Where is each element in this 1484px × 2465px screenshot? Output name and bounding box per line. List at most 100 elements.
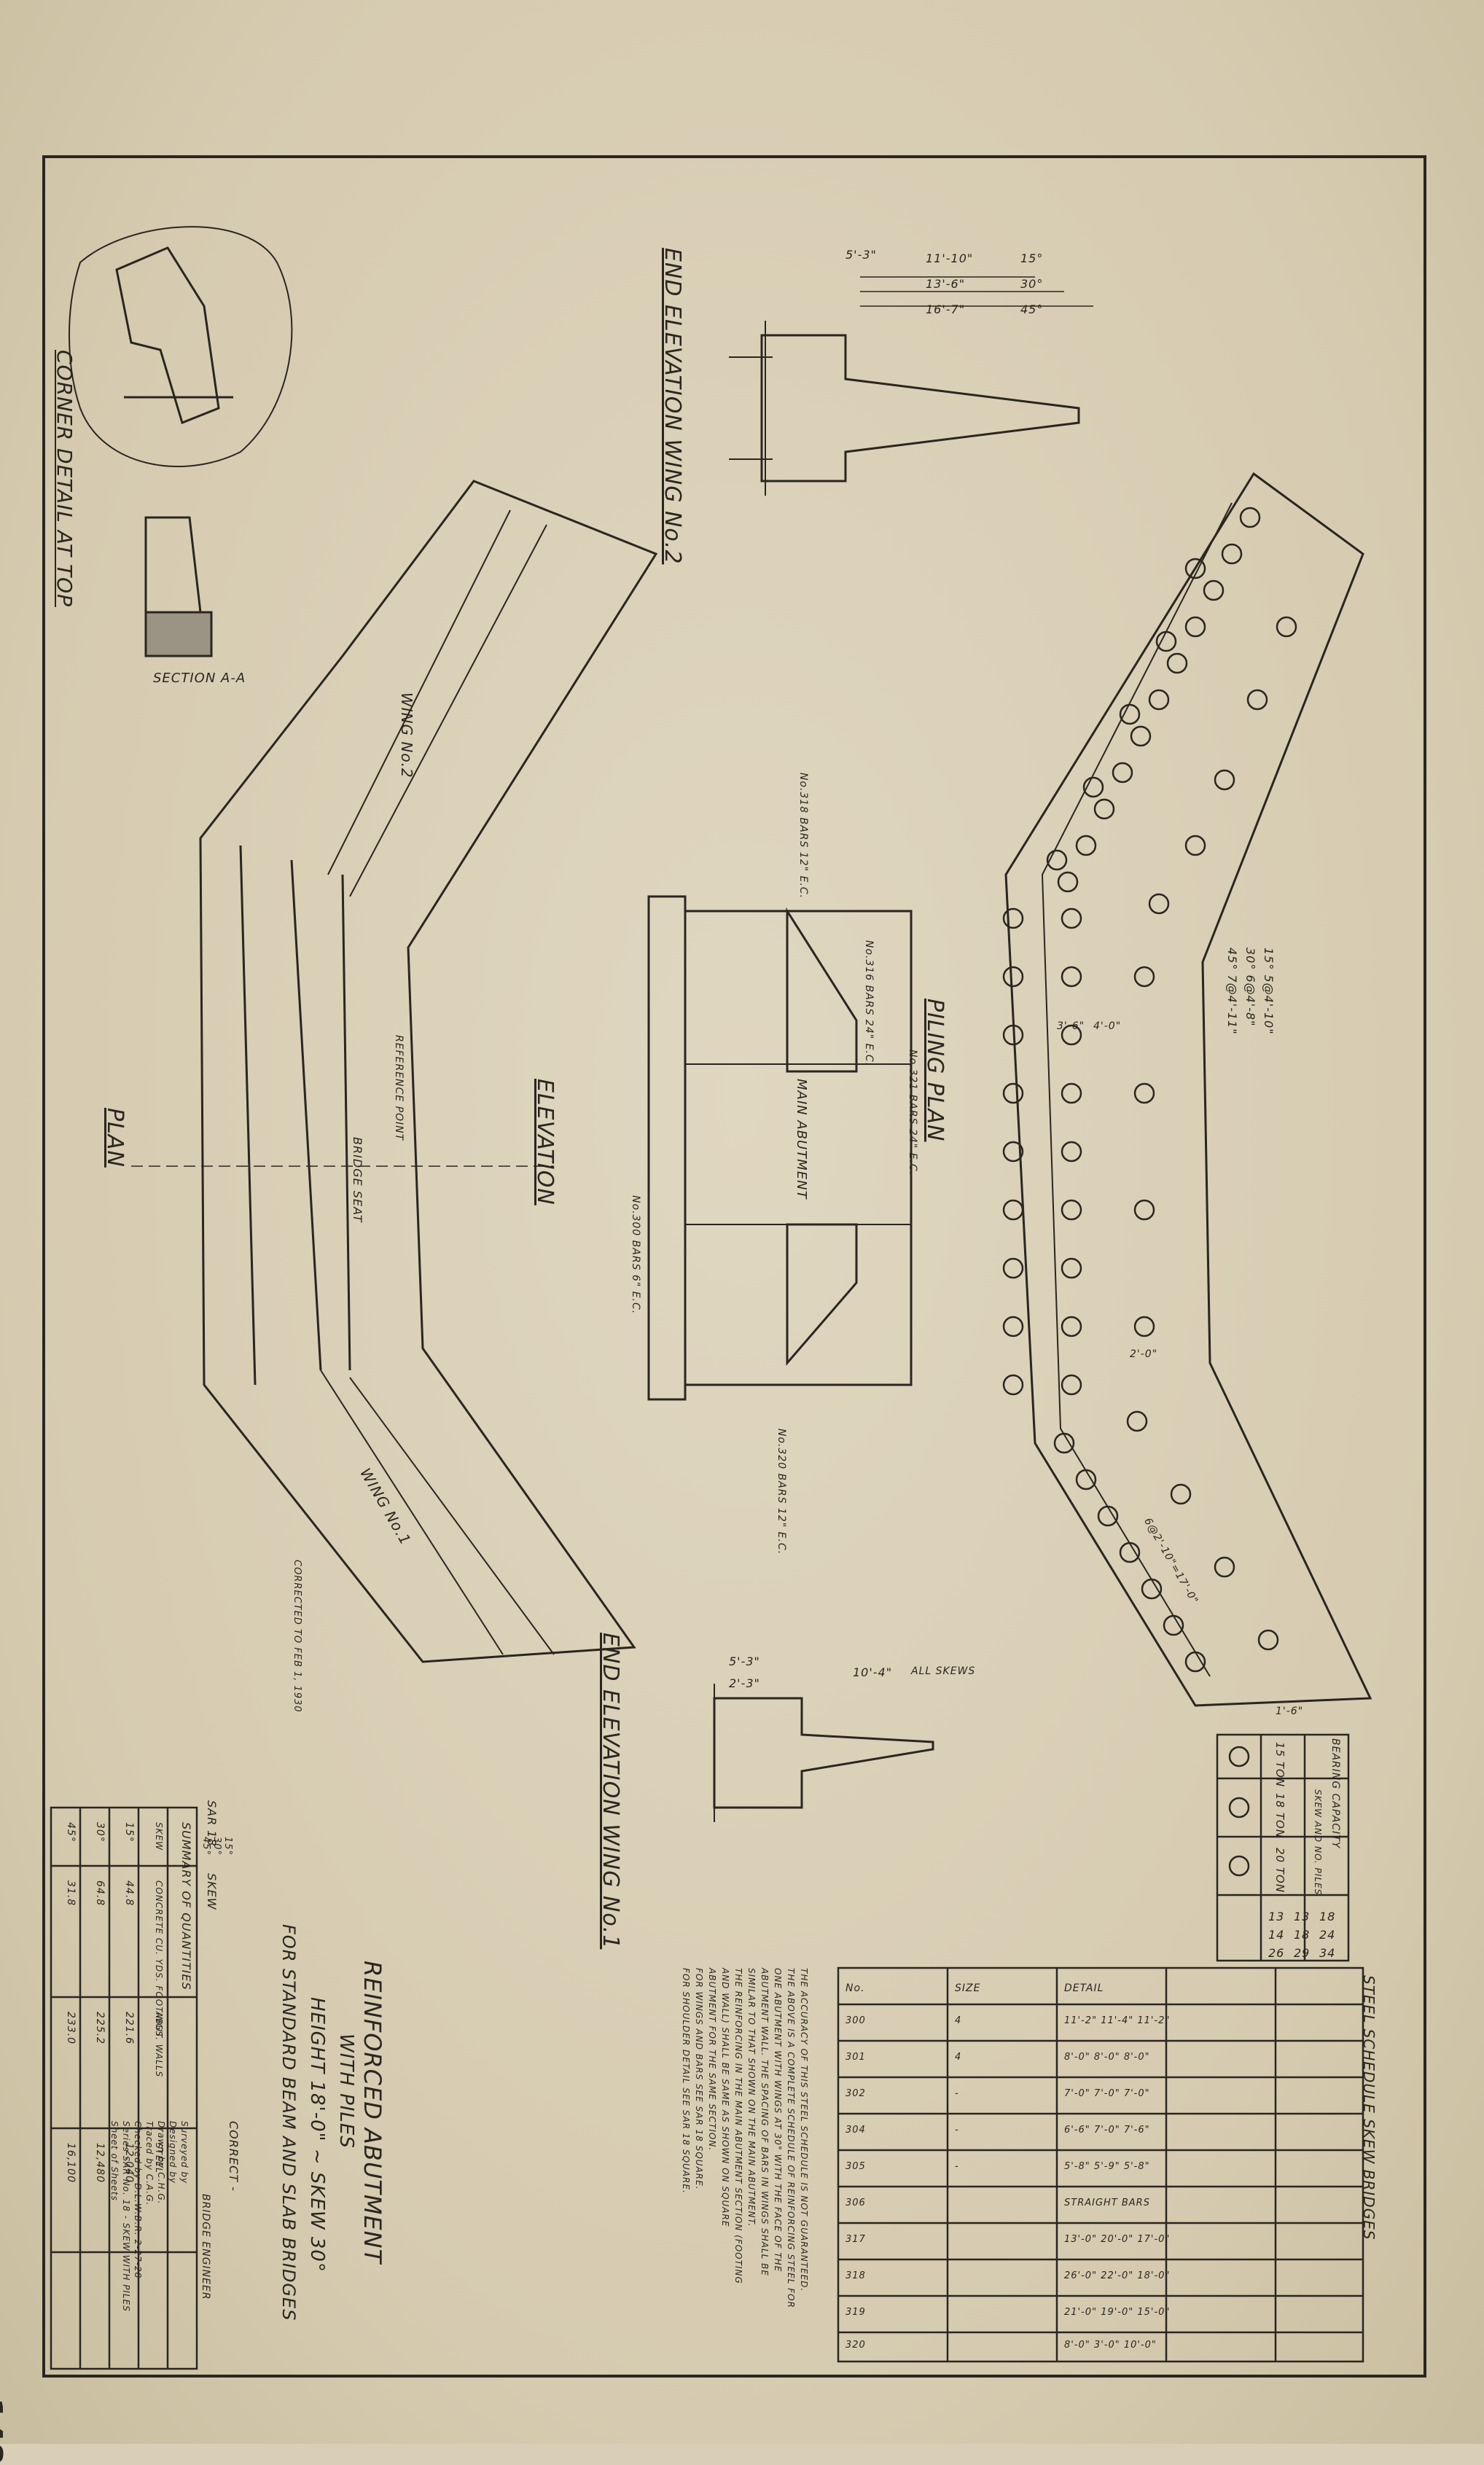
skew-heading: SKEW: [205, 1873, 219, 1910]
quantities-r2-skew: 45°: [65, 1822, 77, 1843]
corner-detail-block: [115, 246, 220, 425]
quantities-r1-footing: 64.8: [94, 1880, 106, 1907]
quantities-table-lines: [50, 1806, 198, 2370]
quantities-r2-walls: 233.0: [65, 2012, 77, 2045]
section-aa-title: SECTION A-A: [153, 671, 246, 686]
wing2-label: WING No.2: [398, 692, 415, 778]
end-elevation-wing2-shape: [760, 334, 1080, 483]
steel-row-8-detail: 21'-0" 19'-0" 15'-0": [1064, 2307, 1171, 2318]
steel-note-5: THE REINFORCING IN THE MAIN ABUTMENT SEC…: [733, 1968, 743, 2284]
title-line-2: WITH PILES: [335, 2034, 357, 2149]
correct-label: CORRECT -: [227, 2121, 241, 2192]
credit-1: Designed by: [168, 2121, 178, 2184]
steel-note-9: FOR SHOULDER DETAIL SEE SAR 18 SQUARE.: [681, 1968, 691, 2194]
skew-value-30: 30°: [211, 1837, 222, 1856]
steel-row-8-no: 319: [846, 2307, 866, 2318]
credit-6: Sheet of Sheets: [109, 2121, 120, 2201]
quantities-r0-steel: 12,040: [123, 2143, 135, 2183]
reference-point-label: REFERENCE POINT: [393, 1035, 405, 1141]
piling-dim-2: 30° 6@4'-8": [1243, 948, 1257, 1027]
elevation-wing1: [786, 1223, 858, 1367]
steel-schedule-title: STEEL SCHEDULE SKEW BRIDGES: [1360, 1975, 1378, 2241]
piling-plan-outline: [1004, 472, 1372, 1707]
piling-dim-3: 45° 7@4'-11": [1225, 948, 1239, 1035]
dim-bottom-4: ALL SKEWS: [911, 1665, 976, 1677]
quantities-r2-steel: 16,100: [65, 2143, 77, 2183]
end-elevation-wing1-shape: [713, 1697, 934, 1809]
skew-value-45: 45°: [200, 1837, 211, 1856]
bearing-r1-v15: 13: [1268, 1910, 1285, 1923]
steel-row-1-size: 4: [955, 2052, 962, 2063]
steel-row-0-no: 300: [846, 2015, 866, 2026]
steel-note-6: AND WALL) SHALL BE SAME AS SHOWN ON SQUA…: [720, 1968, 730, 2227]
steel-row-9-no: 320: [846, 2340, 866, 2351]
piling-dim-4: 3'-6": [1057, 1020, 1085, 1032]
page-number: 148: [0, 2398, 9, 2465]
dim-bottom-3: 10'-4": [853, 1665, 893, 1679]
steel-note-8: FOR WINGS AND BARS SEE SAR 18 SQUARE.: [694, 1968, 704, 2190]
steel-row-3-no: 304: [846, 2125, 866, 2136]
dim-top-7: 45°: [1020, 302, 1044, 316]
steel-hdr-no: No.: [846, 1982, 865, 1994]
skew-value-15: 15°: [222, 1837, 233, 1856]
elevation-title: ELEVATION: [532, 1079, 558, 1206]
wing-note-1: No.318 BARS 12" E.C.: [797, 773, 809, 899]
steel-hdr-size: SIZE: [955, 1982, 981, 1994]
bearing-cap-1: 15 TON: [1273, 1742, 1286, 1788]
end-elevation-wing1-title: END ELEVATION WING No.1: [598, 1633, 623, 1950]
wing-note-5: No.300 BARS 6" E.C.: [630, 1195, 641, 1315]
steel-row-3-size: -: [955, 2125, 959, 2136]
bearing-r1-v30: 13: [1294, 1910, 1311, 1923]
plan-outline: [199, 480, 658, 1663]
bearing-r2-v15: 14: [1268, 1928, 1285, 1942]
quantities-r1-skew: 30°: [94, 1822, 106, 1843]
bearing-title: BEARING CAPACITY: [1329, 1738, 1341, 1849]
quantities-r0-skew: 15°: [123, 1822, 135, 1843]
bearing-header: SKEW AND NO. PILES: [1313, 1789, 1323, 1896]
steel-row-1-no: 301: [846, 2052, 866, 2063]
piling-dim-1: 15° 5@4'-10": [1262, 948, 1276, 1035]
bearing-r1-v45: 18: [1319, 1910, 1336, 1923]
steel-row-4-detail: 5'-8" 5'-9" 5'-8": [1064, 2161, 1150, 2172]
dim-top-5: 30°: [1020, 277, 1044, 291]
steel-row-0-detail: 11'-2" 11'-4" 11'-2": [1064, 2015, 1171, 2026]
steel-row-6-detail: 13'-0" 20'-0" 17'-0": [1064, 2234, 1171, 2245]
dim-top-6: 16'-7": [926, 302, 966, 316]
plan-title: PLAN: [102, 1108, 128, 1168]
main-abutment-label: MAIN ABUTMENT: [794, 1079, 809, 1200]
quantities-r1-walls: 225.2: [94, 2012, 106, 2045]
elevation-end-block: [647, 895, 687, 1401]
bridge-seat-label: BRIDGE SEAT: [351, 1137, 364, 1223]
corner-detail-outline: [69, 226, 293, 467]
section-aa-footing: [144, 611, 213, 657]
bearing-r2-v30: 18: [1294, 1928, 1311, 1942]
quantities-r0-walls: 221.6: [123, 2012, 135, 2045]
steel-row-5-detail: STRAIGHT BARS: [1064, 2198, 1150, 2208]
quantities-r0-footing: 44.8: [123, 1880, 135, 1907]
bearing-r3-v15: 26: [1268, 1946, 1285, 1960]
elevation-main-wall: [684, 910, 913, 1386]
dim-bottom-2: 2'-3": [729, 1676, 760, 1690]
end-elevation-wing2-title: END ELEVATION WING No.2: [660, 248, 685, 565]
piling-dim-8: 1'-6": [1276, 1706, 1304, 1717]
dim-top-2: 11'-10": [926, 251, 974, 265]
bearing-r3-v30: 29: [1294, 1946, 1311, 1960]
bridge-engineer-label: BRIDGE ENGINEER: [200, 2194, 211, 2300]
plan-inner-line-2: [290, 859, 322, 1371]
wing-note-2: No.321 BARS 24" E.C.: [907, 1050, 918, 1176]
quantities-hdr-skew: SKEW: [154, 1822, 164, 1851]
steel-note-4: SIMILAR TO THAT SHOWN ON THE MAIN ABUTME…: [746, 1968, 757, 2227]
dim-bottom-1: 5'-3": [729, 1655, 760, 1668]
credit-3: Traced by C.A.G.: [144, 2121, 155, 2206]
bearing-r2-v45: 24: [1319, 1928, 1336, 1942]
steel-schedule-lines: [837, 1966, 1364, 2363]
piling-plan-title: PILING PLAN: [922, 999, 948, 1142]
quantities-r2-footing: 31.8: [65, 1880, 77, 1907]
steel-note-1: THE ABOVE IS A COMPLETE SCHEDULE OF REIN…: [786, 1968, 796, 2308]
title-line-1: REINFORCED ABUTMENT: [359, 1961, 386, 2265]
corrected-note: CORRECTED TO FEB 1, 1930: [292, 1560, 302, 1713]
dim-top-1: 5'-3": [846, 248, 877, 262]
steel-row-0-size: 4: [955, 2015, 962, 2026]
title-line-3: HEIGHT 18'-0" ~ SKEW 30°: [306, 1997, 328, 2273]
quantities-title: SUMMARY OF QUANTITIES: [179, 1822, 193, 1991]
